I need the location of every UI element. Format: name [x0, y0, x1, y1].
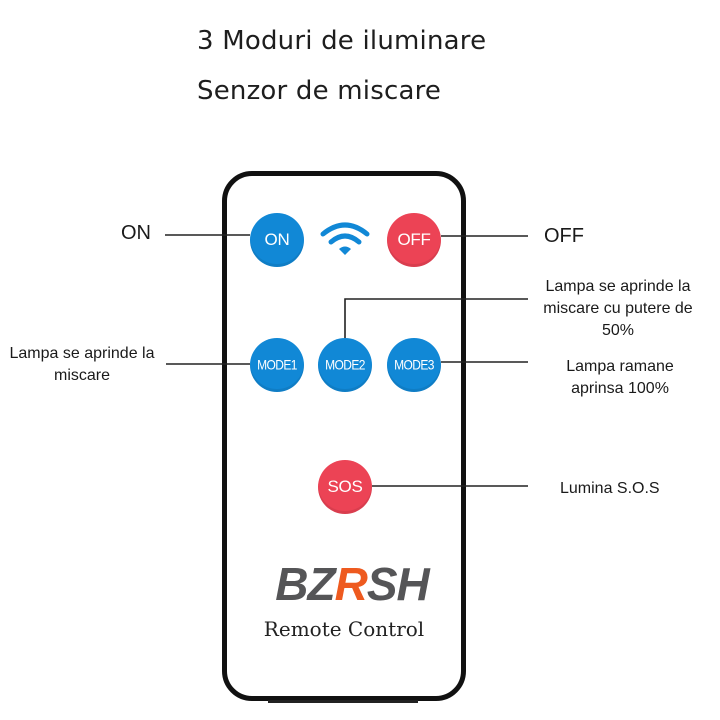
- on-button-label: ON: [264, 230, 290, 249]
- off-button-label: OFF: [397, 230, 431, 249]
- callout-off: OFF: [544, 225, 584, 247]
- brand-part-2: R: [334, 558, 368, 610]
- mode1-button[interactable]: MODE1: [250, 338, 304, 392]
- wifi-icon: [320, 222, 370, 255]
- mode3-button[interactable]: MODE3: [387, 338, 441, 392]
- callout-mode3: Lampa ramane aprinsa 100%: [566, 358, 674, 397]
- mode1-button-label: MODE1: [257, 356, 297, 374]
- sos-button-label: SOS: [327, 477, 363, 496]
- mode2-button[interactable]: MODE2: [318, 338, 372, 392]
- brand-part-3: SH: [366, 558, 430, 610]
- sos-button[interactable]: SOS: [318, 460, 372, 514]
- on-button[interactable]: ON: [250, 213, 304, 267]
- callout-mode2: Lampa se aprinde la miscare cu putere de…: [543, 278, 693, 339]
- heading-sensor: Senzor de miscare: [197, 76, 442, 106]
- callout-sos: Lumina S.O.S: [560, 480, 660, 497]
- heading-modes: 3 Moduri de iluminare: [197, 26, 487, 56]
- off-button[interactable]: OFF: [387, 213, 441, 267]
- mode2-button-label: MODE2: [325, 356, 365, 374]
- remote-control-label: Remote Control: [263, 617, 425, 641]
- callout-mode1: Lampa se aprinde la miscare: [9, 345, 155, 384]
- remote-bottom-edge: [268, 694, 418, 703]
- mode3-button-label: MODE3: [394, 356, 434, 374]
- callout-on: ON: [121, 222, 151, 244]
- brand-part-1: BZ: [275, 558, 335, 610]
